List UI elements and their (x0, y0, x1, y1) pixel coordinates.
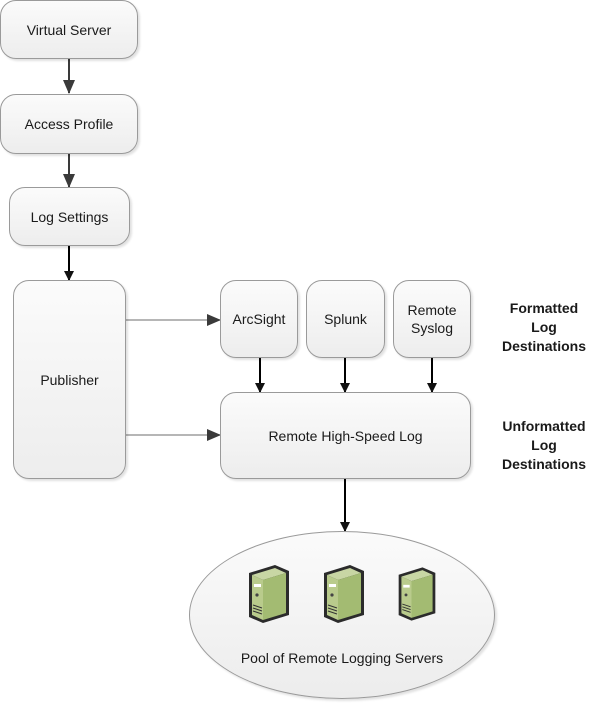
node-remote-syslog-label-2: Syslog (410, 320, 454, 336)
server-icon (324, 565, 364, 623)
node-log-settings: Log Settings (9, 187, 130, 246)
node-virtual-server: Virtual Server (0, 0, 138, 59)
node-publisher: Publisher (13, 280, 126, 479)
server-icon (249, 565, 289, 623)
label-formatted-line1: Formatted (509, 300, 579, 316)
label-formatted-destinations: Formatted Log Destinations (488, 299, 600, 356)
label-unformatted-destinations: Unformatted Log Destinations (488, 417, 600, 474)
node-splunk: Splunk (306, 280, 385, 358)
node-log-settings-label: Log Settings (30, 208, 109, 225)
node-arcsight: ArcSight (220, 280, 298, 358)
label-formatted-line2: Log Destinations (501, 319, 586, 354)
label-unformatted-line2: Log Destinations (501, 437, 586, 472)
node-publisher-label: Publisher (40, 371, 99, 388)
node-virtual-server-label: Virtual Server (26, 21, 112, 38)
node-server-pool (189, 531, 495, 699)
node-arcsight-label: ArcSight (232, 311, 286, 327)
node-access-profile: Access Profile (0, 94, 138, 154)
node-remote-syslog-label-1: Remote (407, 302, 457, 318)
node-splunk-label: Splunk (324, 311, 367, 327)
node-remote-syslog: Remote Syslog (393, 280, 471, 358)
node-access-profile-label: Access Profile (24, 116, 114, 132)
label-unformatted-line1: Unformatted (502, 418, 586, 434)
node-server-pool-label: Pool of Remote Logging Servers (240, 650, 444, 666)
node-remote-hsl-label: Remote High-Speed Log (268, 427, 423, 444)
server-icon (398, 567, 436, 621)
node-remote-hsl: Remote High-Speed Log (220, 392, 471, 479)
